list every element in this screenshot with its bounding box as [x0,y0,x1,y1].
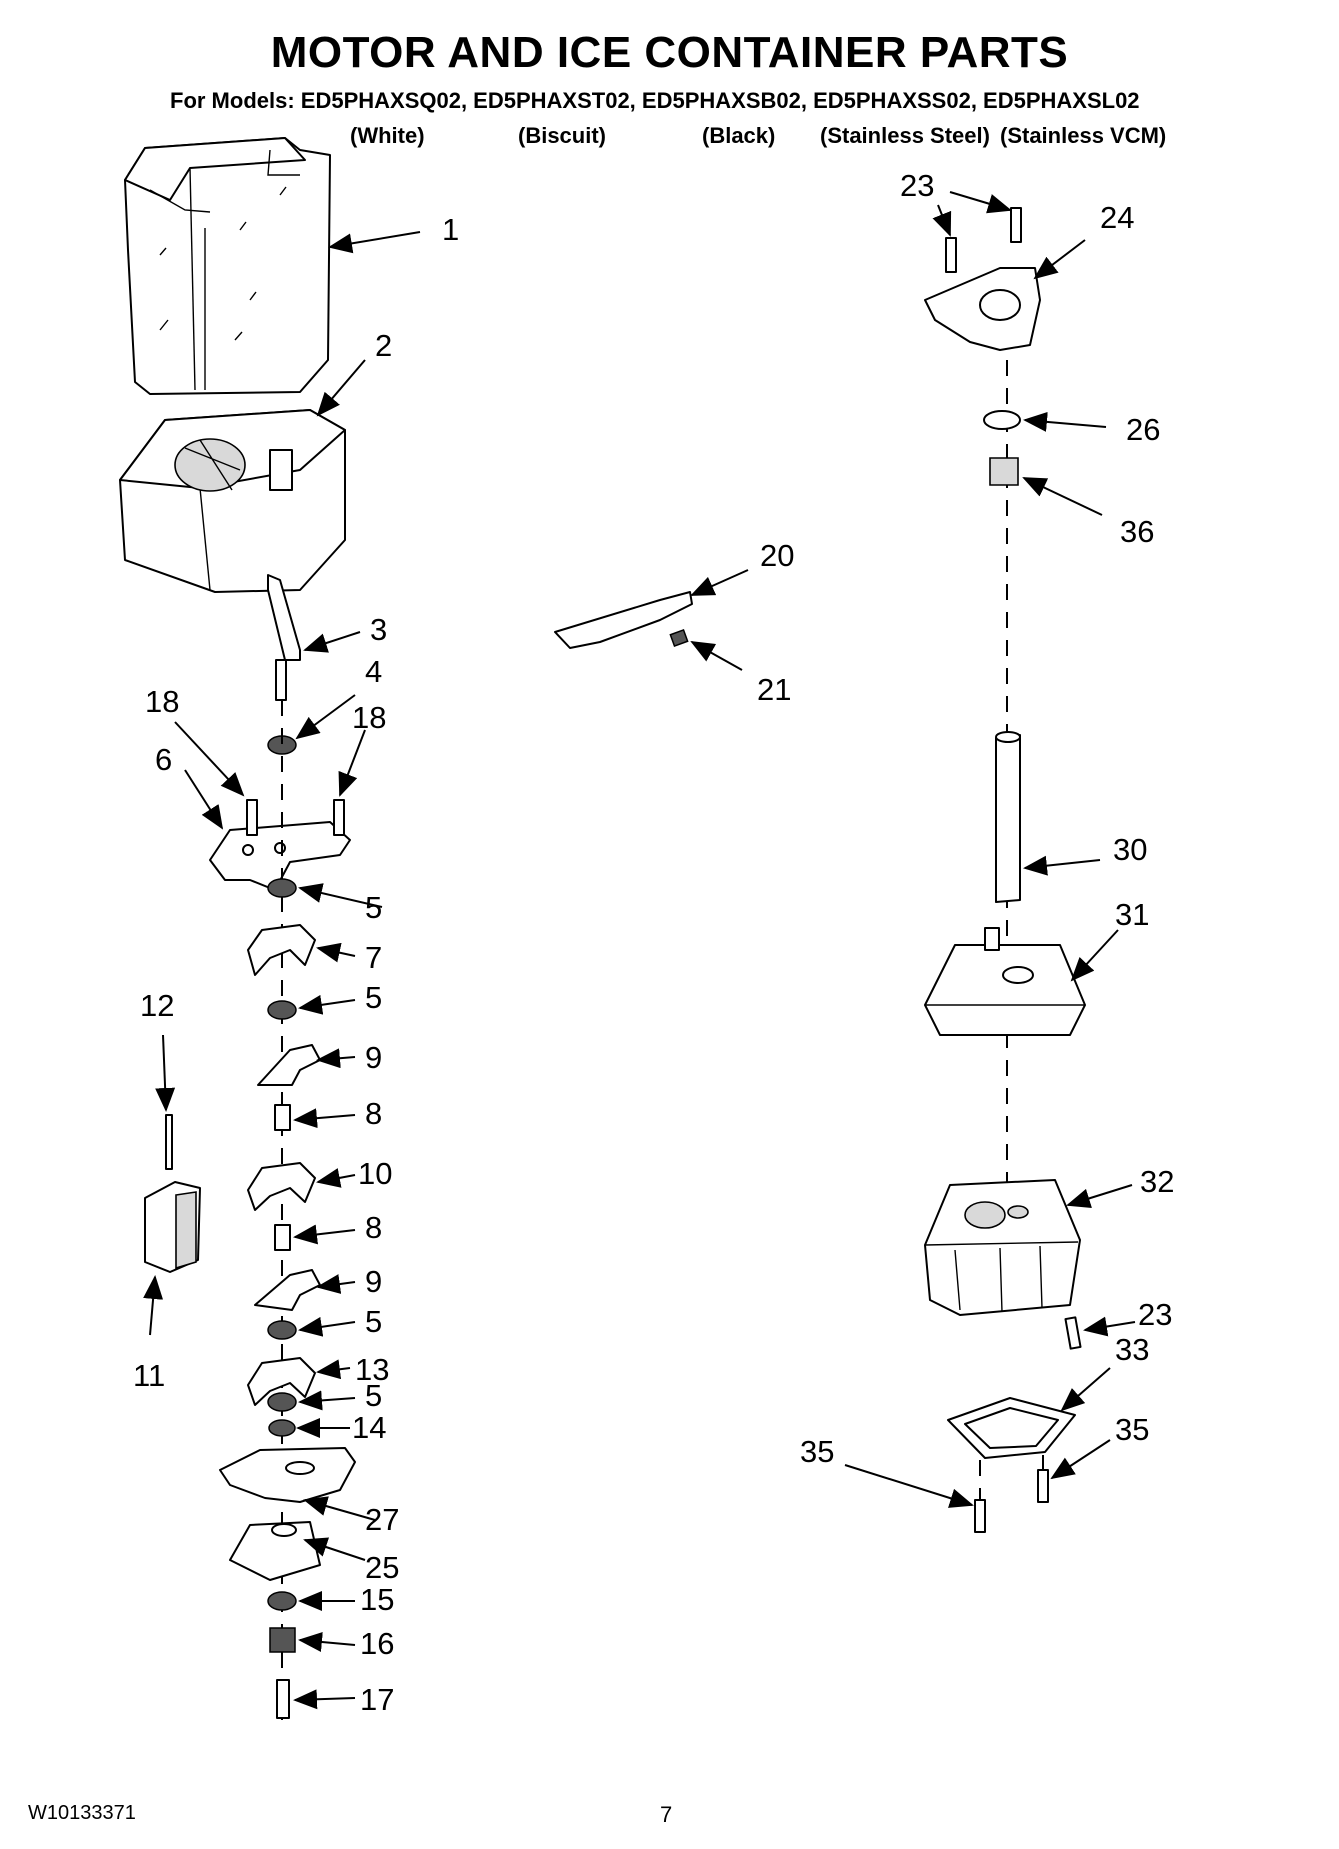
variant-black: (Black) [702,123,776,148]
callout-17: 17 [360,1682,394,1717]
page-number: 7 [660,1802,673,1827]
part-8-spacer-b [274,1224,291,1251]
callout-36: 36 [1120,514,1154,549]
part-35-screw-left [974,1499,986,1533]
callout-23-lower: 23 [1138,1297,1172,1332]
part-12-pin [165,1114,173,1170]
part-10-blade [247,1162,316,1211]
variant-stainless-vcm: (Stainless VCM) [1000,123,1167,148]
callout-5b: 5 [365,980,382,1015]
callout-25: 25 [365,1550,399,1585]
part-5-washer-a [267,878,297,898]
callout-1: 1 [442,212,459,247]
part-6-bracket [209,821,351,891]
part-33-gasket [947,1397,1076,1459]
part-17-screw [276,1679,290,1719]
part-30-shaft [995,731,1021,903]
part-7-blade [247,924,316,976]
part-32-motor [924,1179,1081,1316]
callout-11: 11 [133,1358,165,1393]
part-20-lever [554,591,693,649]
page-title: MOTOR AND ICE CONTAINER PARTS [270,28,1069,77]
part-16-nut [269,1627,296,1653]
callout-13: 13 [355,1352,389,1387]
part-8-spacer-a [274,1104,291,1131]
callout-20: 20 [760,538,794,573]
callout-3: 3 [370,612,387,647]
callout-4: 4 [365,654,382,689]
callout-9a: 9 [365,1040,382,1075]
callout-5d: 5 [365,1378,382,1413]
part-21-spring [669,629,689,647]
part-1-ice-container [124,137,331,395]
callout-35-right: 35 [1115,1412,1149,1447]
part-23-screw-top-left [945,237,957,273]
variant-biscuit: (Biscuit) [518,123,606,148]
callout-2: 2 [375,328,392,363]
callout-31: 31 [1115,897,1149,932]
callout-14: 14 [352,1410,386,1445]
callout-26: 26 [1126,412,1160,447]
callout-5a: 5 [365,890,382,925]
callout-18-left: 18 [145,684,179,719]
variant-stainless-steel: (Stainless Steel) [820,123,990,148]
callout-32: 32 [1140,1164,1174,1199]
callout-30: 30 [1113,832,1147,867]
callout-33: 33 [1115,1332,1149,1367]
callout-5c: 5 [365,1304,382,1339]
part-3-wire [267,574,301,661]
callout-6: 6 [155,742,172,777]
callout-24: 24 [1100,200,1134,235]
part-23-screw-lower [1064,1316,1082,1350]
part-35-screw-right [1037,1469,1049,1503]
callout-10: 10 [358,1156,392,1191]
part-24-motor-bracket [924,267,1041,351]
part-27-plate [219,1447,356,1503]
callout-7: 7 [365,940,382,975]
part-15-washer [267,1591,297,1611]
part-5-washer-c [267,1320,297,1340]
callout-21: 21 [757,672,791,707]
document-number: W10133371 [28,1802,136,1824]
part-18-screw-left [246,799,258,836]
part-25-blade-cup [229,1521,321,1581]
callout-8a: 8 [365,1096,382,1131]
models-line: For Models: ED5PHAXSQ02, ED5PHAXST02, ED… [170,88,1140,113]
part-36-bushing [989,457,1019,486]
part-18-screw-right [333,799,345,836]
part-9-blade-b [254,1269,321,1311]
part-9-blade-a [257,1044,321,1086]
part-14-washer [268,1419,296,1437]
callout-16: 16 [360,1626,394,1661]
part-5-washer-b [267,1000,297,1020]
callout-15: 15 [360,1582,394,1617]
variant-white: (White) [350,123,425,148]
part-31-motor-cover [924,927,1086,1036]
callout-8b: 8 [365,1210,382,1245]
callout-23-top: 23 [900,168,934,203]
callout-18-right: 18 [352,700,386,735]
part-23-screw-top-right [1010,207,1022,243]
part-2-container-base [119,409,346,593]
part-26-ring [983,410,1021,430]
callout-9b: 9 [365,1264,382,1299]
callout-35-left: 35 [800,1434,834,1469]
callout-12: 12 [140,988,174,1023]
part-11-block [144,1181,201,1273]
part-5-washer-d [267,1392,297,1412]
callout-27: 27 [365,1502,399,1537]
